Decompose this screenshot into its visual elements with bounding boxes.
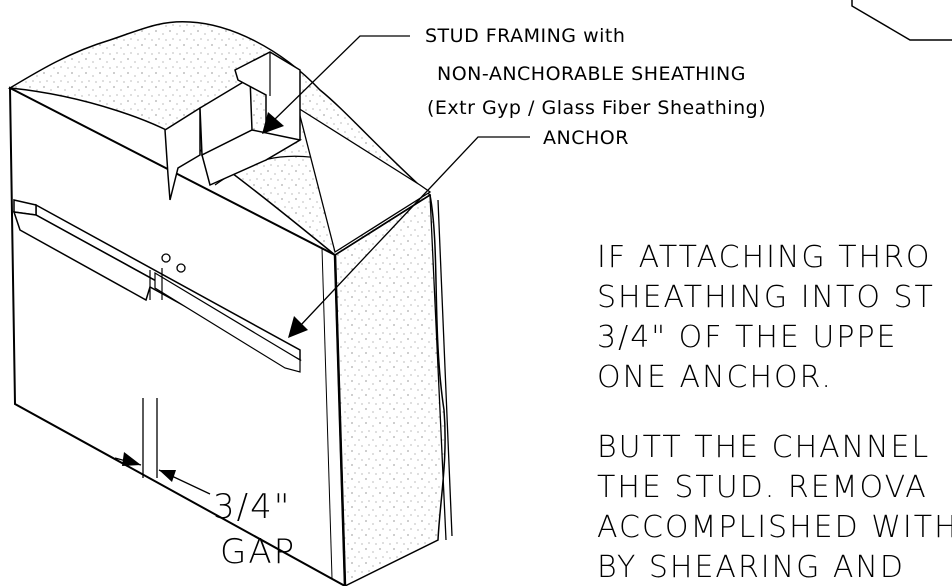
note-1-line-2: SHEATHING INTO ST [597, 280, 935, 315]
label-anchor: ANCHOR [543, 127, 629, 149]
gap-dimension [114, 398, 211, 495]
sheathing-panel-front [8, 86, 347, 586]
label-gap-word: GAP [220, 532, 296, 572]
fastener-left [161, 253, 171, 263]
label-gap-value: 3/4" [213, 487, 291, 527]
note-2-line-4: BY SHEARING AND [597, 550, 905, 585]
leader-anchor [288, 136, 530, 338]
note-1-line-1: IF ATTACHING THRO [597, 240, 932, 275]
note-2-line-3: ACCOMPLISHED WITH [597, 510, 952, 545]
note-1-line-3: 3/4" OF THE UPPE [597, 320, 898, 355]
stud-channel [164, 51, 303, 201]
note-1-line-4: ONE ANCHOR. [597, 360, 833, 395]
fastener-right [176, 263, 186, 273]
sheathing-layer [296, 106, 453, 541]
label-non-anchorable-sheathing: NON-ANCHORABLE SHEATHING [437, 63, 746, 85]
anchor-channel [12, 199, 302, 373]
note-2-line-1: BUTT THE CHANNEL [597, 430, 930, 465]
label-stud-framing: STUD FRAMING with [425, 25, 625, 47]
leader-stud-framing [262, 35, 410, 134]
label-sheathing-types: (Extr Gyp / Glass Fiber Sheathing) [427, 97, 766, 119]
note-2-line-2: THE STUD. REMOVA [597, 470, 928, 505]
frame-corner [851, 0, 952, 41]
